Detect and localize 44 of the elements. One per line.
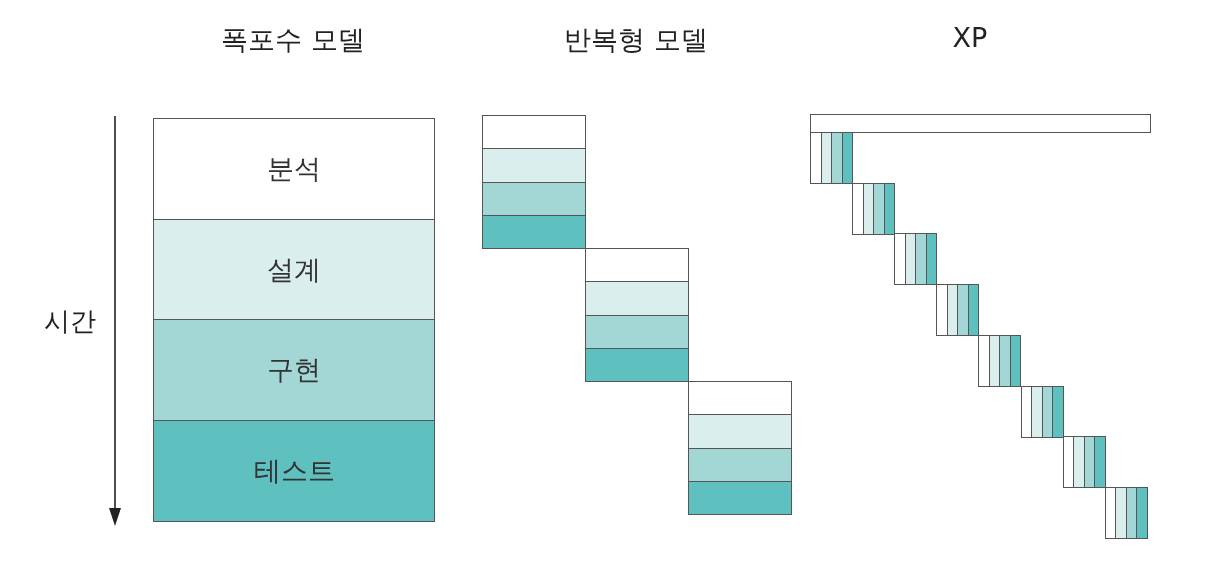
phase-bar bbox=[585, 347, 689, 383]
phase-bar bbox=[482, 115, 586, 150]
phase-bar bbox=[482, 181, 586, 216]
phase-box bbox=[153, 319, 435, 421]
phase-bar bbox=[1052, 385, 1064, 438]
phase-bar bbox=[1062, 436, 1075, 489]
phase-bar bbox=[688, 480, 792, 516]
phase-bar bbox=[482, 214, 586, 250]
column-heading: XP bbox=[952, 22, 988, 53]
phase-bar bbox=[810, 114, 1151, 133]
phase-bar bbox=[688, 447, 792, 482]
phase-bar bbox=[894, 233, 906, 286]
phase-bar bbox=[999, 334, 1011, 387]
phase-box bbox=[153, 218, 435, 321]
phase-bar bbox=[1094, 436, 1106, 489]
phase-label: 설계 bbox=[267, 252, 321, 287]
phase-bar bbox=[585, 248, 689, 283]
phase-box bbox=[153, 419, 435, 522]
phase-label: 테스트 bbox=[253, 453, 335, 488]
phase-bar bbox=[1031, 385, 1043, 438]
phase-bar bbox=[936, 284, 948, 337]
phase-label: 구현 bbox=[267, 353, 321, 387]
phase-bar bbox=[915, 233, 927, 286]
phase-box bbox=[153, 118, 435, 220]
phase-bar bbox=[831, 132, 843, 184]
phase-bar bbox=[1073, 436, 1085, 489]
phase-bar bbox=[585, 314, 689, 349]
phase-bar bbox=[852, 182, 864, 235]
phase-bar bbox=[957, 284, 969, 337]
phase-bar bbox=[1115, 486, 1127, 539]
phase-bar bbox=[585, 281, 689, 316]
phase-bar bbox=[482, 148, 586, 183]
phase-bar bbox=[688, 414, 792, 449]
column-heading: 반복형 모델 bbox=[564, 23, 708, 57]
phase-bar bbox=[1020, 385, 1032, 438]
phase-label: 분석 bbox=[267, 152, 321, 186]
axis-label: 시간 bbox=[44, 305, 96, 338]
phase-bar bbox=[1104, 486, 1117, 539]
column-heading: 폭포수 모델 bbox=[221, 23, 365, 57]
phase-bar bbox=[688, 381, 792, 416]
phase-bar bbox=[1136, 486, 1148, 539]
phase-bar bbox=[873, 182, 885, 235]
phase-bar bbox=[810, 132, 822, 184]
phase-bar bbox=[978, 334, 990, 387]
